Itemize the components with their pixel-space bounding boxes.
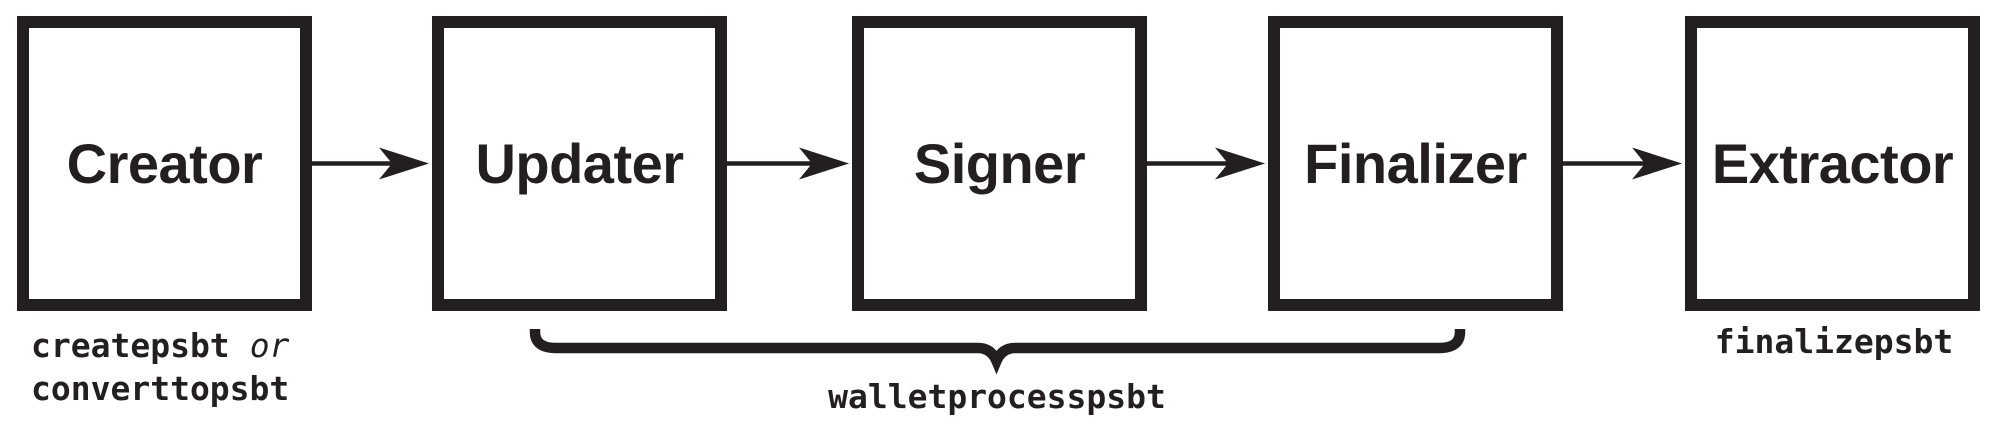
box-creator-label: Creator <box>66 132 263 195</box>
right-arrow-icon <box>726 147 849 180</box>
bottom-curly-brace-icon <box>529 329 1466 375</box>
right-arrow-icon <box>1146 147 1265 180</box>
box-updater-label: Updater <box>475 132 684 195</box>
walletprocesspsbt-caption: walletprocesspsbt <box>828 377 1166 416</box>
box-creator: Creator <box>17 16 312 311</box>
box-finalizer: Finalizer <box>1268 16 1563 311</box>
box-finalizer-label: Finalizer <box>1304 132 1527 195</box>
box-signer: Signer <box>852 16 1147 311</box>
creator-caption-command-2: converttopsbt <box>31 369 290 408</box>
creator-caption-command-1: createpsbt <box>31 326 230 365</box>
right-arrow-icon <box>311 147 429 180</box>
finalizepsbt-caption: finalizepsbt <box>1714 322 1954 361</box>
creator-caption: createpsbt or converttopsbt <box>31 324 289 410</box>
box-extractor: Extractor <box>1685 16 1980 311</box>
right-arrow-icon <box>1563 147 1682 180</box>
box-extractor-label: Extractor <box>1711 132 1954 195</box>
box-signer-label: Signer <box>913 132 1086 195</box>
box-updater: Updater <box>432 16 727 311</box>
creator-caption-conjunction: or <box>249 326 290 365</box>
